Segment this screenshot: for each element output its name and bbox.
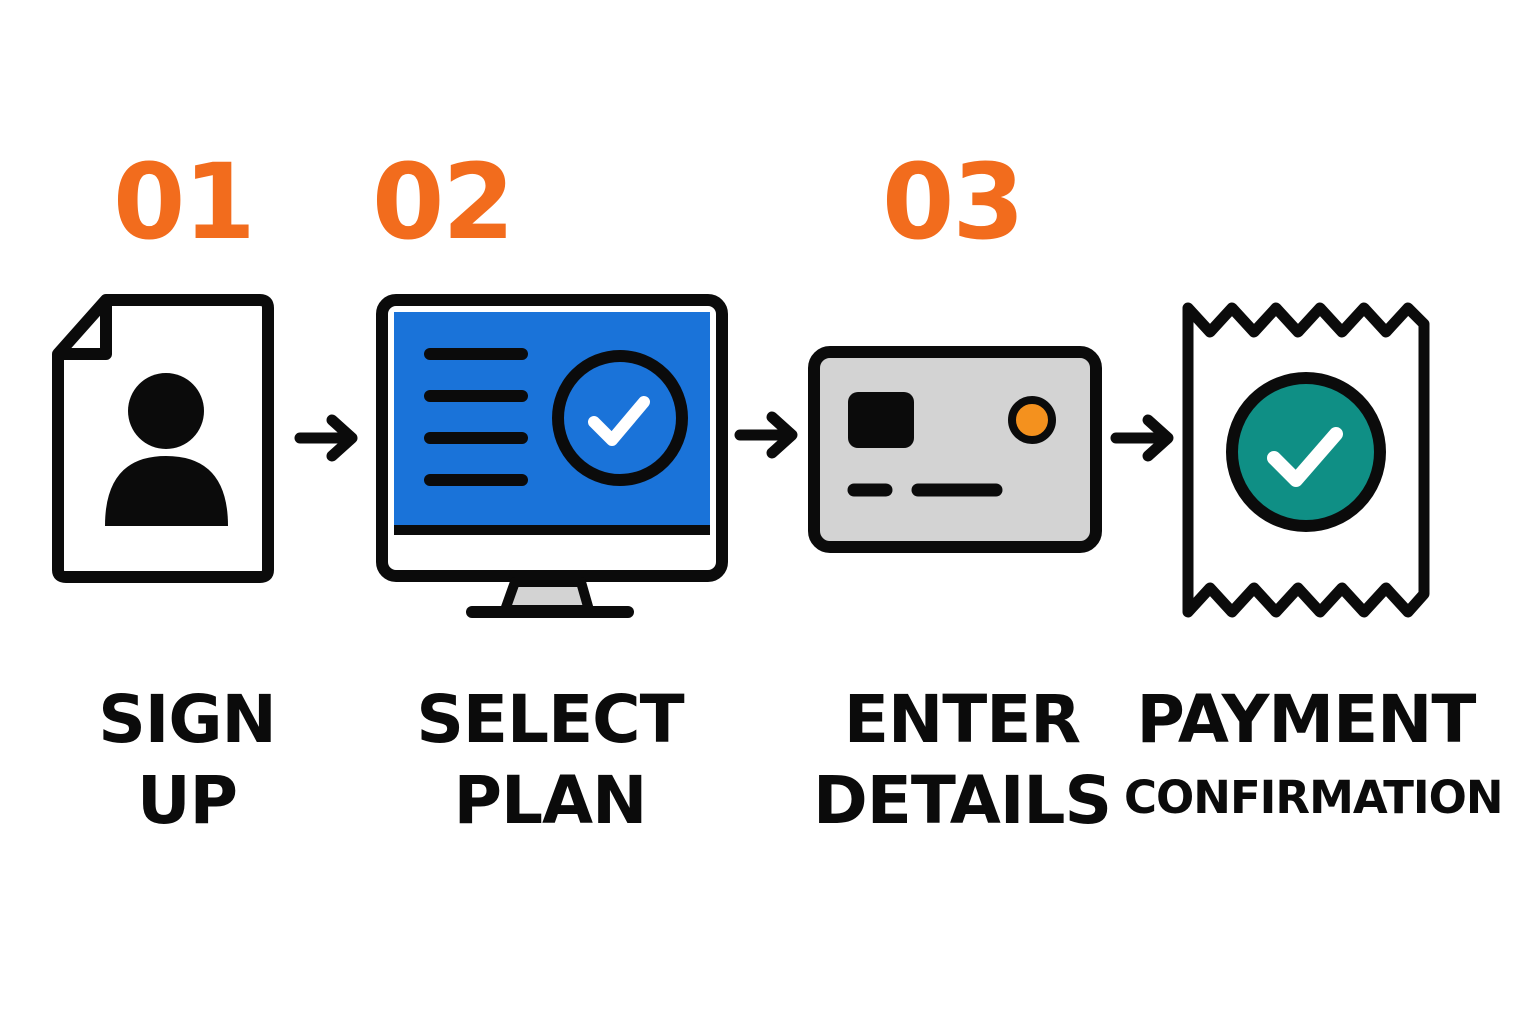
credit-card-icon bbox=[808, 346, 1102, 553]
arrow-right-icon bbox=[734, 411, 798, 459]
step-1-number: 01 bbox=[113, 141, 256, 263]
step-2-number: 02 bbox=[372, 141, 515, 263]
step-2-label: SELECT PLAN bbox=[416, 681, 684, 839]
monitor-checkmark-icon bbox=[376, 294, 728, 618]
arrow-right-icon bbox=[1110, 414, 1174, 462]
receipt-checkmark-icon bbox=[1182, 302, 1430, 618]
step-4-label: PAYMENT CONFIRMATION bbox=[1124, 681, 1504, 824]
user-document-icon bbox=[52, 294, 274, 583]
step-1-label: SIGN UP bbox=[98, 681, 277, 839]
step-3-number: 03 bbox=[882, 141, 1025, 263]
step-3-label: ENTER DETAILS bbox=[813, 681, 1112, 839]
arrow-right-icon bbox=[294, 414, 358, 462]
